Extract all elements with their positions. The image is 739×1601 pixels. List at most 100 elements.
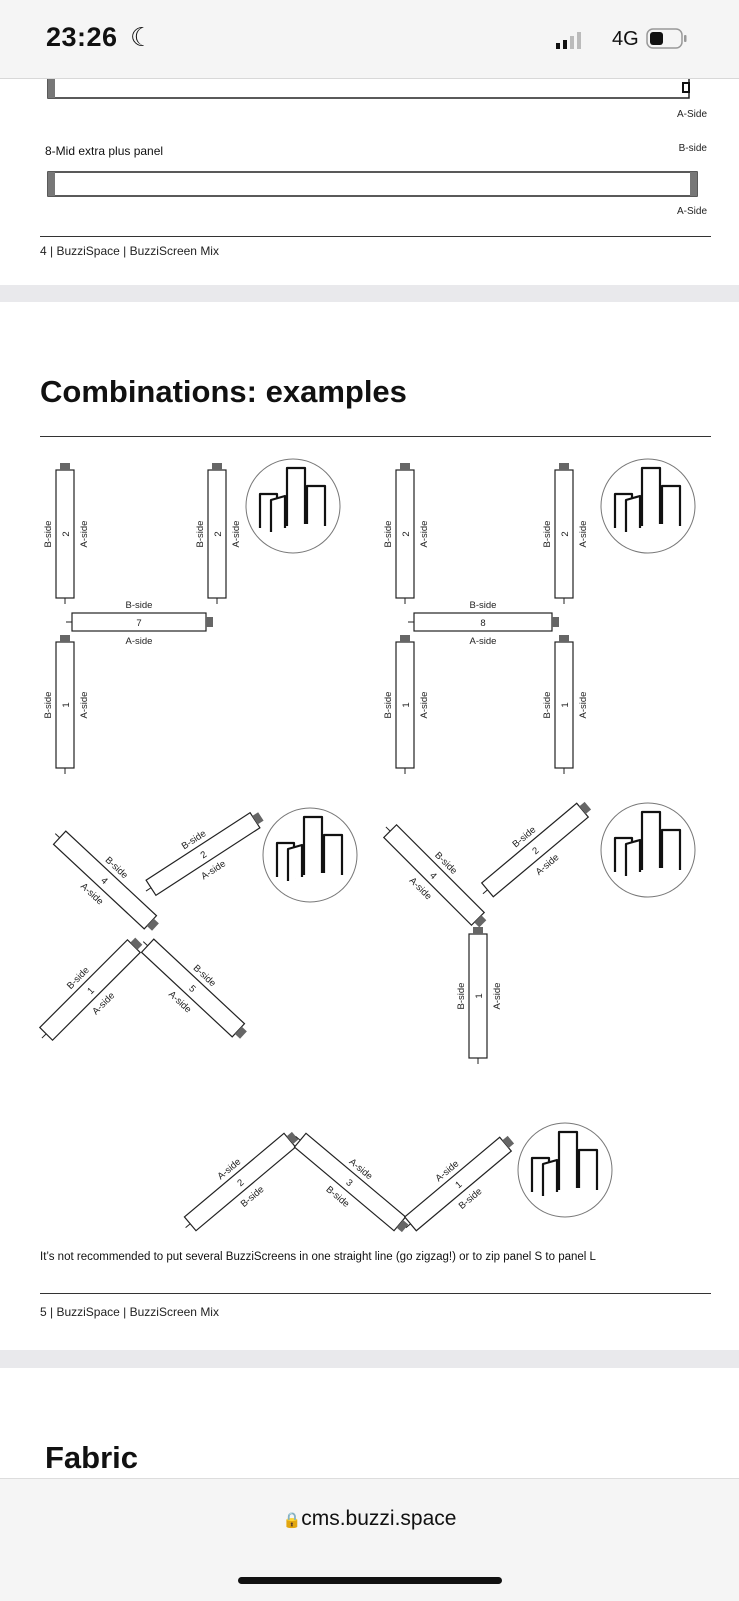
side-label: A-side [79, 521, 90, 548]
divider [40, 236, 711, 237]
zip-connector [234, 1026, 247, 1039]
zip-connector [130, 937, 143, 950]
zip-connector [60, 463, 70, 470]
caption: It’s not recommended to put several Buzz… [40, 1251, 596, 1263]
screen-panel-icon [269, 494, 287, 532]
panel-number: 1 [401, 702, 412, 707]
zip-connector [502, 1135, 515, 1148]
zip-connector [400, 463, 410, 470]
side-label: A-side [79, 692, 90, 719]
zip-connector [252, 812, 264, 825]
screen-illustration [600, 802, 696, 898]
screen-panel-icon [286, 843, 304, 881]
screen-panel-icon [557, 1130, 579, 1190]
zip-connector [400, 635, 410, 642]
panel-number: 1 [474, 993, 485, 998]
zip-connector [559, 635, 569, 642]
zip-connector [552, 617, 559, 627]
screen-panel-icon [305, 484, 327, 526]
panel-number: 3 [343, 1177, 354, 1189]
b-side-label: B-side [678, 143, 707, 154]
screen-panel-icon [660, 828, 682, 870]
side-label: A-side [231, 521, 242, 548]
screen-panel-icon [322, 833, 344, 875]
panel-number: 2 [401, 531, 412, 536]
browser-bar: 🔒cms.buzzi.space [0, 1478, 739, 1601]
side-label: A-side [419, 521, 430, 548]
panel-foot [385, 826, 391, 832]
panel-number: 2 [213, 531, 224, 536]
side-label: B-side [542, 521, 553, 548]
side-label: B-side [43, 521, 54, 548]
zip-connector [286, 1131, 299, 1145]
panel-number: 5 [186, 983, 197, 995]
side-label: B-side [542, 692, 553, 719]
page-footer: 5 | BuzziSpace | BuzziScreen Mix [40, 1305, 219, 1319]
screen-panel-icon [660, 484, 682, 526]
side-label: B-side [195, 521, 206, 548]
panel-number: 2 [530, 845, 541, 857]
side-label: B-side [470, 600, 497, 611]
panel-number: 1 [453, 1179, 464, 1191]
zip-connector [396, 1219, 409, 1233]
side-label: A-side [578, 521, 589, 548]
screen-panel-icon [285, 466, 307, 526]
zip-connector [60, 635, 70, 642]
signal-icon [556, 32, 581, 49]
panel-number: 4 [98, 875, 109, 887]
screen-panel-icon [640, 810, 662, 870]
side-label: B-side [383, 692, 394, 719]
divider [40, 436, 711, 437]
panel-foot [185, 1223, 191, 1229]
screen-illustration [262, 807, 358, 903]
side-label: A-side [126, 636, 153, 647]
panel-number: 1 [61, 702, 72, 707]
address-bar[interactable]: 🔒cms.buzzi.space [0, 1507, 739, 1531]
panel-number: 8 [480, 618, 485, 629]
panel-number: 7 [136, 618, 141, 629]
panel-foot [482, 889, 488, 895]
screen-panel-icon [624, 494, 642, 532]
battery-icon [646, 28, 687, 49]
screen-illustration [245, 458, 341, 554]
status-time: 23:26 [46, 22, 118, 52]
side-label: B-side [383, 521, 394, 548]
panel-number: 1 [560, 702, 571, 707]
panel-body [403, 1136, 513, 1232]
zip-connector [474, 915, 487, 928]
page-title: Fabric [45, 1440, 139, 1475]
panel: 2 B-side A-side [383, 463, 430, 604]
side-label: B-side [456, 983, 467, 1010]
panel-foot [405, 1223, 411, 1229]
panel-foot [54, 833, 60, 839]
zip-connector [146, 918, 159, 931]
side-label: A-side [470, 636, 497, 647]
a-side-label: A-Side [676, 206, 707, 217]
side-label: A-side [578, 692, 589, 719]
divider [40, 1293, 711, 1294]
side-label: A-side [492, 983, 503, 1010]
panel-foot [142, 941, 148, 947]
panel-number: 2 [61, 531, 72, 536]
page-title: Combinations: examples [40, 374, 407, 409]
status-bar: 23:26 ☾ 4G [0, 0, 739, 79]
network-type: 4G [612, 28, 639, 50]
screen-illustration [517, 1122, 613, 1218]
panel-number: 4 [427, 870, 439, 882]
side-label: A-side [419, 692, 430, 719]
panel-foot [145, 887, 152, 892]
home-indicator[interactable] [238, 1577, 502, 1584]
zip-connector [473, 927, 483, 934]
panel-title: 8-Mid extra plus panel [45, 144, 164, 158]
zip-connector [559, 463, 569, 470]
